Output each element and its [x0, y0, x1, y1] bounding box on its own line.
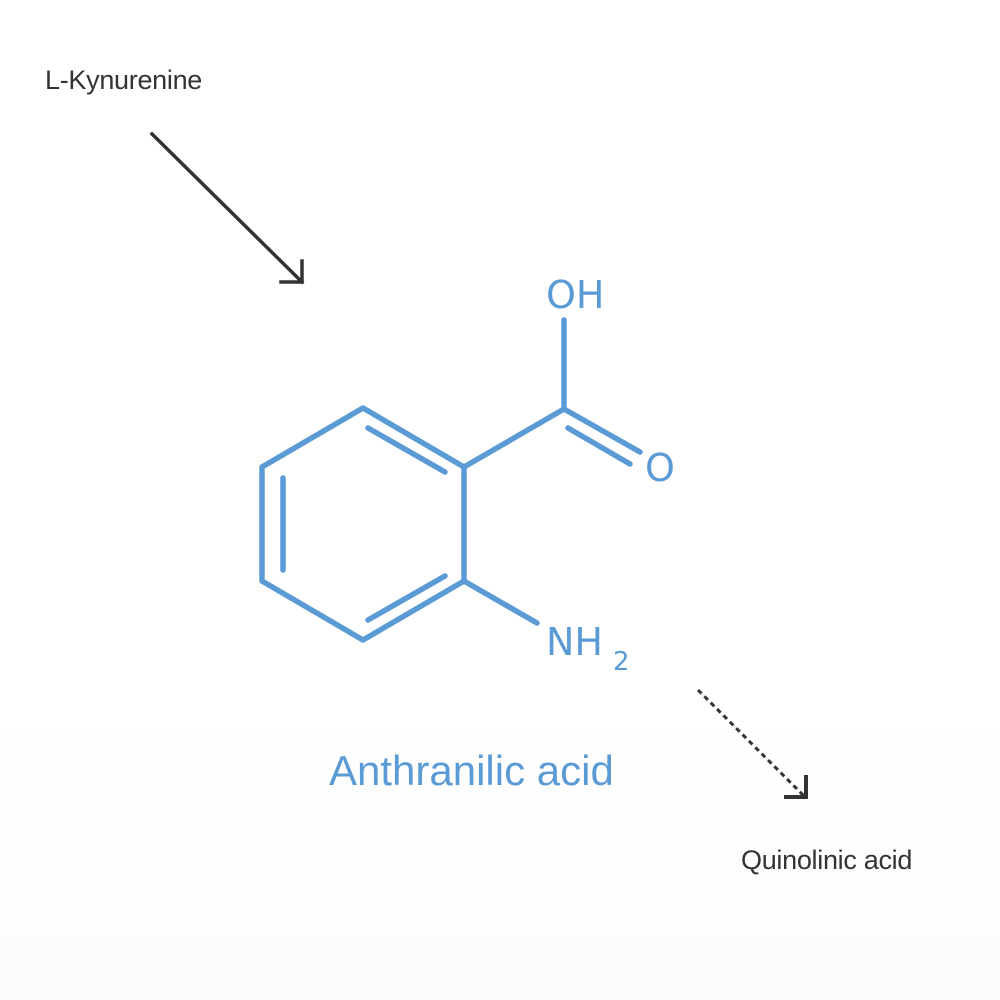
carbonyl-bond-inner: [565, 425, 633, 467]
anthranilic-acid-structure: [259, 317, 643, 643]
incoming-arrow: [149, 131, 305, 285]
compound-name: Anthranilic acid: [329, 747, 614, 794]
amine-label: NH: [546, 620, 603, 664]
ring-double-bond-lower: [365, 573, 448, 623]
hydroxyl-label: OH: [546, 273, 604, 317]
ring-to-amine-bond: [461, 578, 540, 626]
benzene-ring: [259, 405, 467, 643]
amine-subscript: 2: [613, 647, 630, 677]
carbonyl-oxygen-label: O: [645, 446, 675, 490]
outgoing-dashed-arrow: [696, 688, 808, 799]
product-label: Quinolinic acid: [741, 845, 912, 875]
carbonyl-bond-outer: [561, 406, 643, 455]
ring-to-carboxyl-bond: [461, 406, 567, 470]
ring-double-bond-upper: [365, 425, 448, 475]
precursor-label: L-Kynurenine: [45, 65, 202, 95]
